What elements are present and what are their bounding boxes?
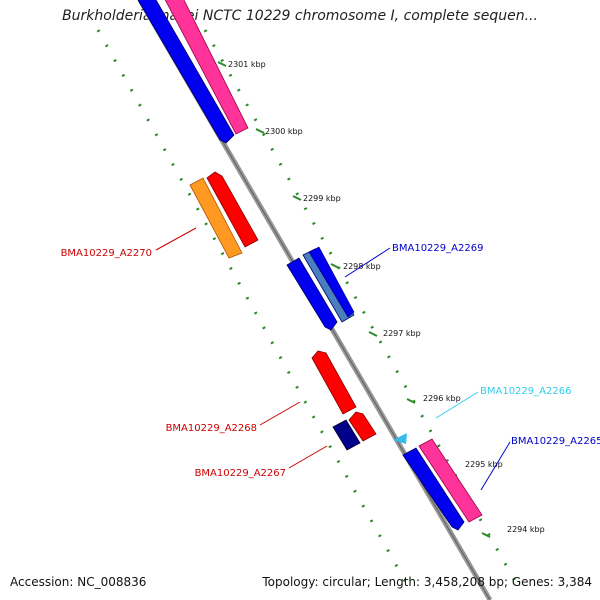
gene-cyan-2266[interactable] <box>393 433 407 444</box>
callout-line-2270 <box>155 227 197 251</box>
ruler-label: 2296 kbp <box>423 394 461 403</box>
gene-orange[interactable] <box>189 177 243 259</box>
ruler-label: 2299 kbp <box>303 194 341 203</box>
outer-dotted-track <box>96 29 412 591</box>
tick-mark <box>330 263 340 269</box>
tick-mark <box>406 398 416 404</box>
gene-pink-2265[interactable] <box>418 438 483 523</box>
tick-mark <box>217 61 227 67</box>
gene-label-2268[interactable]: BMA10229_A2268 <box>166 423 257 434</box>
gene-label-2269[interactable]: BMA10229_A2269 <box>392 243 483 254</box>
gene-pink-top[interactable] <box>160 0 249 135</box>
gene-blue-2269[interactable] <box>286 257 338 331</box>
gene-callouts: BMA10229_A2270 BMA10229_A2269 BMA10229_A… <box>61 227 600 491</box>
callout-line-2269 <box>344 247 391 278</box>
ruler-label: 2295 kbp <box>465 460 503 469</box>
gene-red-2268[interactable] <box>311 350 357 415</box>
tick-mark <box>255 128 265 134</box>
gene-blue-overlay[interactable] <box>308 246 355 318</box>
callout-line-2268 <box>259 401 301 426</box>
gene-red-2270[interactable] <box>206 171 259 248</box>
gene-label-2266[interactable]: BMA10229_A2266 <box>480 386 571 397</box>
gene-blue-2265[interactable] <box>402 447 465 531</box>
gene-blue-top[interactable] <box>137 0 235 144</box>
tick-mark <box>481 532 491 538</box>
tick-mark <box>292 195 302 201</box>
callout-line-2266 <box>435 391 479 419</box>
tick-mark <box>368 331 378 337</box>
track-dots <box>96 29 522 591</box>
ruler-label: 2294 kbp <box>507 525 545 534</box>
callout-line-2265 <box>480 441 511 491</box>
gene-label-2270[interactable]: BMA10229_A2270 <box>61 248 152 259</box>
callout-line-2267 <box>288 445 328 469</box>
accession-text: Accession: NC_008836 <box>10 575 147 589</box>
topology-summary: Topology: circular; Length: 3,458,208 bp… <box>262 575 592 589</box>
gene-label-2265[interactable]: BMA10229_A2265 <box>511 436 600 447</box>
ruler-label: 2300 kbp <box>265 127 303 136</box>
gene-navy-2267[interactable] <box>332 419 361 451</box>
gene-red-small[interactable] <box>348 411 377 442</box>
gene-label-2267[interactable]: BMA10229_A2267 <box>195 468 286 479</box>
ruler-label: 2297 kbp <box>383 329 421 338</box>
ruler-label: 2301 kbp <box>228 60 266 69</box>
